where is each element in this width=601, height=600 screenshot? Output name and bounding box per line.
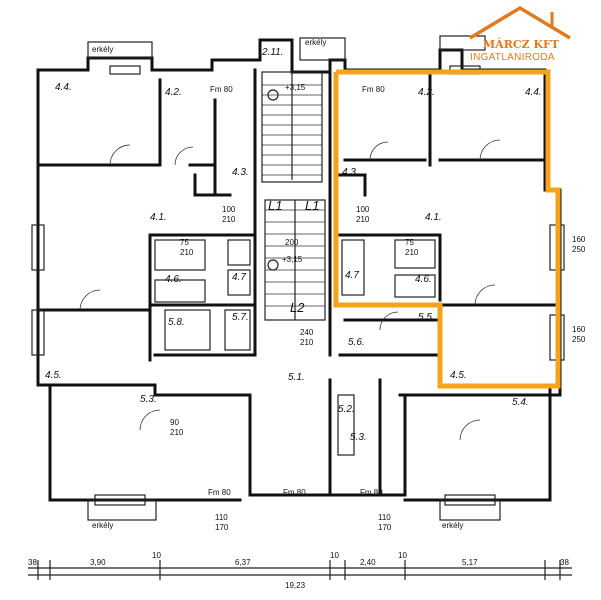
dimension-line: 38 3,90 10 6,37 10 2,40 10 5,17 38 19,23 <box>28 551 572 590</box>
room-label-4-6-left: 4.6. <box>165 274 182 285</box>
room-label-4-6-right: 4.6. <box>415 274 432 285</box>
door-width-100-left: 100 <box>222 205 236 214</box>
logo-name: MÁRCZ KFT <box>483 37 560 51</box>
level-marker: +3,15 <box>282 255 303 264</box>
company-logo: MÁRCZ KFT INGATLANIRODA <box>469 5 571 63</box>
room-label-5-8: 5.8. <box>168 317 185 328</box>
room-label-5-4: 5.4. <box>512 397 529 408</box>
dim-38-right: 38 <box>560 558 569 567</box>
room-label-4-3-left: 4.3. <box>232 167 249 178</box>
room-labels: 4.4. 4.2. 4.3. 4.1. 4.6. 4.7 5.8. 5.7. 4… <box>45 47 542 443</box>
dim-3-90: 3,90 <box>90 558 106 567</box>
opening-height-170-right: 170 <box>378 523 392 532</box>
door-width-90-bottom: 90 <box>170 418 179 427</box>
door-width-240: 240 <box>300 328 314 337</box>
door-height-210-right: 210 <box>356 215 370 224</box>
room-label-stair: 2.11. <box>261 47 284 58</box>
fm-label-1: Fm 80 <box>210 85 233 94</box>
room-label-5-2: 5.2. <box>338 404 355 415</box>
door-width-100-right: 100 <box>356 205 370 214</box>
opening-width-110-left: 110 <box>215 513 228 522</box>
lift-label-l2: L2 <box>290 300 305 315</box>
dim-5-17: 5,17 <box>462 558 478 567</box>
window-height-250-upper: 250 <box>572 245 586 254</box>
dim-total: 19,23 <box>285 581 306 590</box>
staircase <box>262 72 325 320</box>
room-label-4-3-right: 4.3. <box>342 167 359 178</box>
windows <box>31 65 565 506</box>
room-label-4-1-left: 4.1. <box>150 212 167 223</box>
house-roof-icon <box>469 5 571 40</box>
dim-2-40: 2,40 <box>360 558 376 567</box>
opening-height-170-left: 170 <box>215 523 229 532</box>
logo-subtitle: INGATLANIRODA <box>470 52 555 63</box>
room-label-5-1: 5.1. <box>288 372 305 383</box>
window-width-160-upper: 160 <box>572 235 586 244</box>
door-height-210-75-left: 210 <box>180 248 194 257</box>
door-width-75-left: 75 <box>180 238 189 247</box>
dim-10-c: 10 <box>398 551 407 560</box>
dim-6-37: 6,37 <box>235 558 251 567</box>
room-label-4-7-right: 4.7 <box>345 270 359 281</box>
fm-label-2: Fm 80 <box>362 85 385 94</box>
level-marker-top: +3,15 <box>285 83 306 92</box>
balcony-label-bottom-right: erkély <box>442 521 463 530</box>
dim-10-b: 10 <box>330 551 339 560</box>
door-width-75-right: 75 <box>405 238 414 247</box>
balcony-label-bottom-left: erkély <box>92 521 113 530</box>
room-label-4-4-right: 4.4. <box>525 87 542 98</box>
dim-38-left: 38 <box>28 558 37 567</box>
room-label-5-5: 5.5. <box>418 312 435 323</box>
room-label-5-3-left: 5.3. <box>140 394 157 405</box>
room-label-5-7: 5.7. <box>232 312 249 323</box>
room-label-4-7-left: 4.7 <box>232 272 246 283</box>
door-height-210-240: 210 <box>300 338 314 347</box>
fm-label-5: Fm 80 <box>360 488 383 497</box>
interior-walls <box>38 68 557 497</box>
balcony-label-top-left: erkély <box>92 45 113 54</box>
door-height-210-left: 210 <box>222 215 236 224</box>
balconies <box>87 35 501 521</box>
room-label-5-3-right: 5.3. <box>350 432 367 443</box>
room-label-4-4-left: 4.4. <box>55 82 72 93</box>
room-label-4-2-right: 4.2. <box>418 87 435 98</box>
room-label-4-2-left: 4.2. <box>165 87 182 98</box>
lift-label-l1-right: L1 <box>305 198 319 213</box>
annotations: erkély erkély erkély erkély Fm 80 Fm 80 … <box>92 38 586 532</box>
window-height-250-lower: 250 <box>572 335 586 344</box>
door-height-210-75-right: 210 <box>405 248 419 257</box>
doors <box>79 139 501 441</box>
balcony-label-top-center: erkély <box>305 38 326 47</box>
room-label-4-1-right: 4.1. <box>425 212 442 223</box>
fm-label-4: Fm 80 <box>283 488 306 497</box>
opening-width-110-right: 110 <box>378 513 391 522</box>
stair-width-200: 200 <box>285 238 299 247</box>
window-width-160-lower: 160 <box>572 325 586 334</box>
room-label-4-5-left: 4.5. <box>45 370 62 381</box>
room-label-4-5-right: 4.5. <box>450 370 467 381</box>
highlighted-apartment <box>333 69 561 389</box>
lift-label-l1-left: L1 <box>268 198 282 213</box>
room-label-5-6: 5.6. <box>348 337 365 348</box>
fm-label-3: Fm 80 <box>208 488 231 497</box>
dim-10-a: 10 <box>152 551 161 560</box>
door-height-210-bottom: 210 <box>170 428 184 437</box>
